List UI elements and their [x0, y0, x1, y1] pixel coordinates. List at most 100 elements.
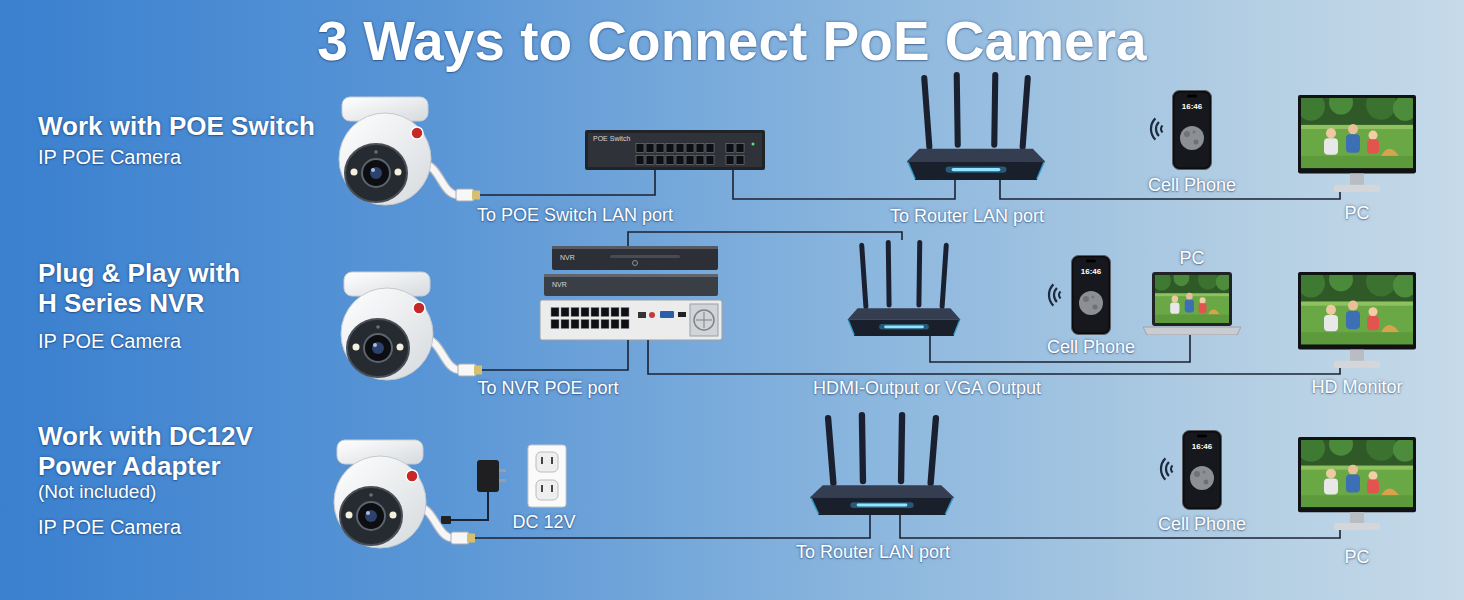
device-caption: Cell Phone	[1158, 514, 1246, 534]
dc-plug	[441, 516, 451, 524]
device-caption: HD Monitor	[1311, 377, 1402, 397]
pc-drawing	[1297, 89, 1417, 192]
poe-switch-drawing	[585, 130, 765, 170]
row-heading: Plug & Play with H Series NVR	[38, 258, 250, 318]
router-drawing	[907, 75, 1045, 180]
laptop-drawing	[1143, 269, 1241, 335]
pc-drawing	[1297, 431, 1417, 530]
illustration-part	[499, 469, 506, 472]
nvr: NVR NVR	[540, 246, 722, 340]
connector-label: To Router LAN port	[890, 206, 1044, 226]
illustration-part	[528, 445, 566, 507]
row-heading: Work with DC12V Power Adapter	[38, 421, 273, 481]
illustration-part	[752, 143, 755, 146]
connector-label: HDMI-Output or VGA Output	[813, 378, 1041, 398]
cable-line	[628, 232, 902, 246]
row-subtitle: IP POE Camera	[38, 329, 318, 353]
laptop: PC	[1143, 272, 1241, 335]
illustration-part	[544, 274, 718, 277]
phone-drawing	[1072, 256, 1111, 335]
illustration-part	[541, 485, 543, 492]
device-caption: Cell Phone	[1148, 175, 1236, 195]
illustration-part	[551, 485, 553, 492]
poe-switch: POE Switch	[585, 130, 765, 170]
cable-line	[733, 170, 955, 199]
connector-label: To POE Switch LAN port	[477, 205, 673, 225]
wifi-symbol	[1049, 284, 1061, 305]
illustration-part	[694, 310, 714, 330]
dome-camera	[334, 440, 475, 548]
note-text: (Not included)	[38, 481, 298, 503]
row-subtitle: IP POE Camera	[38, 145, 318, 169]
illustration-part	[588, 133, 762, 167]
camera-node: Work with DC12V Power Adapter(Not includ…	[30, 418, 475, 550]
illustration-part	[551, 457, 553, 464]
cable-line	[482, 340, 628, 370]
device-brand-text: NVR	[560, 254, 575, 262]
router	[846, 240, 962, 336]
row-heading: Work with POE Switch	[38, 111, 338, 141]
wifi-symbol	[1151, 118, 1163, 139]
illustration-part	[660, 311, 674, 318]
screen-time: 16:46	[1081, 267, 1101, 277]
illustration-part	[638, 312, 646, 318]
pc-monitor: PC	[1298, 95, 1416, 192]
illustration-part	[552, 246, 718, 249]
camera-node: Plug & Play with H Series NVR IP POE Came…	[30, 252, 482, 378]
dome-camera	[339, 97, 480, 205]
hd-monitor: HD Monitor	[1298, 272, 1416, 368]
cell-phone: 16:46Cell Phone	[1182, 430, 1222, 510]
nvr-drawing	[540, 246, 722, 340]
connector-label: To NVR POE port	[477, 378, 618, 398]
phone-drawing	[1183, 431, 1222, 510]
illustration-part	[610, 255, 680, 258]
device-brand-text: NVR	[552, 281, 567, 289]
page-title: 3 Ways to Connect PoE Camera	[317, 10, 1146, 72]
connector-label: To Router LAN port	[796, 542, 950, 562]
router-drawing	[810, 415, 954, 515]
illustration-part	[696, 312, 712, 328]
cell-phone: 16:46Cell Phone	[1071, 255, 1111, 335]
power-label: DC 12V	[512, 512, 575, 532]
row-subtitle: IP POE Camera	[38, 515, 318, 539]
illustration-part	[540, 300, 722, 340]
camera-node: Work with POE Switch IP POE Camera	[30, 88, 480, 230]
cable-line	[930, 335, 1190, 362]
dome-camera	[341, 272, 482, 380]
illustration-part	[649, 312, 655, 318]
illustration-part	[544, 274, 718, 296]
illustration-part	[550, 306, 630, 330]
illustration-part	[536, 452, 558, 472]
cable-line	[648, 340, 1340, 374]
device-brand-text: POE Switch	[593, 135, 630, 143]
illustration-part	[499, 479, 506, 482]
illustration-part	[536, 480, 558, 500]
row-3-devices	[334, 415, 1417, 548]
phone-drawing	[1173, 91, 1212, 170]
wall-outlet	[528, 445, 566, 507]
illustration-part	[633, 261, 638, 266]
illustration-part	[585, 130, 765, 170]
router-drawing	[848, 243, 961, 336]
pc-monitor: PC	[1298, 437, 1416, 530]
illustration-part	[678, 312, 686, 317]
wifi-symbol	[1161, 458, 1173, 479]
illustration-part	[635, 142, 715, 166]
illustration-part	[541, 457, 543, 464]
illustration-part	[552, 246, 718, 270]
cell-phone: 16:46Cell Phone	[1172, 90, 1212, 170]
cable-line	[480, 170, 655, 195]
cable-line	[900, 515, 1340, 538]
device-caption: PC	[1344, 547, 1369, 567]
row-1-devices	[339, 75, 1417, 205]
row-2-devices	[341, 243, 1417, 380]
illustration-part	[477, 460, 499, 492]
power-adapter	[477, 460, 506, 492]
screen-time: 16:46	[1182, 102, 1202, 112]
router	[905, 72, 1047, 180]
device-caption: PC	[1344, 203, 1369, 223]
